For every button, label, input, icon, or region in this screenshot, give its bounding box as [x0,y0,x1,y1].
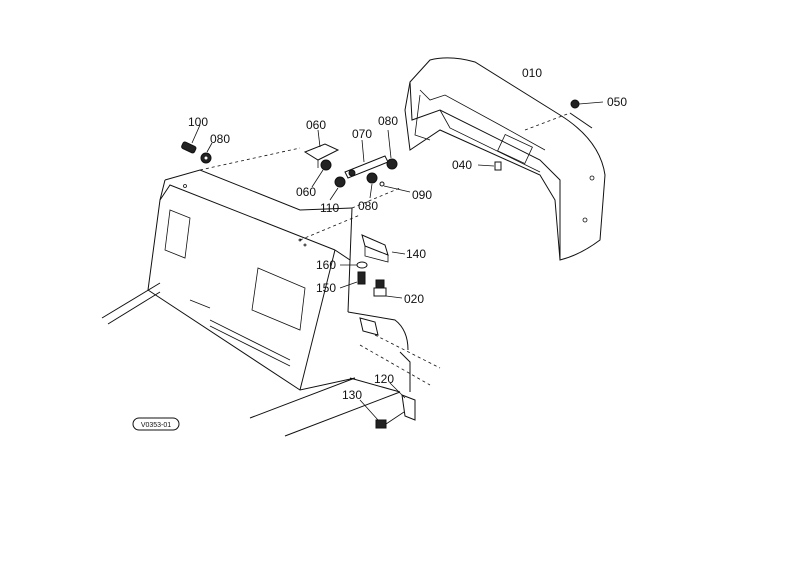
label-120: 120 [374,372,394,386]
part-080-nut-b [386,129,398,170]
part-050-bolt [570,99,604,109]
figure-code: V0353-01 [141,422,171,429]
label-060-top: 060 [306,118,326,132]
part-060-nut [311,159,332,188]
part-020-knob [373,279,403,299]
label-010: 010 [522,66,542,80]
label-140: 140 [406,247,426,261]
label-080-bottom: 080 [358,199,378,213]
label-020: 020 [404,292,424,306]
part-140-bracket [361,234,406,263]
rear-cover [147,147,401,391]
part-070-hinge [344,139,389,179]
label-070: 070 [352,127,372,141]
label-040: 040 [452,158,472,172]
part-160-washer [340,261,368,269]
lower-bracket [359,317,441,386]
part-080-nut-c [366,172,378,199]
figure-code-badge: V0353-01 [132,417,180,431]
label-090: 090 [412,188,432,202]
top-cover-010 [404,57,606,261]
part-150-bolt [339,271,366,289]
label-100: 100 [188,115,208,129]
part-060-bracket [303,129,340,168]
label-110: 110 [320,201,339,215]
label-080-left: 080 [210,132,230,146]
label-150: 150 [316,281,336,295]
part-120-bracket [389,382,416,421]
part-040-plug [477,161,502,171]
label-160: 160 [316,258,336,272]
label-130: 130 [342,388,362,402]
label-080-top: 080 [378,114,398,128]
part-080-washer-a [200,142,213,164]
part-130-bolt [359,399,405,429]
part-090-pin [379,181,411,193]
part-110-nut [329,176,346,201]
label-050: 050 [607,95,627,109]
fender-base [101,282,411,437]
part-100-spring [181,124,201,154]
label-060-bottom: 060 [296,185,316,199]
